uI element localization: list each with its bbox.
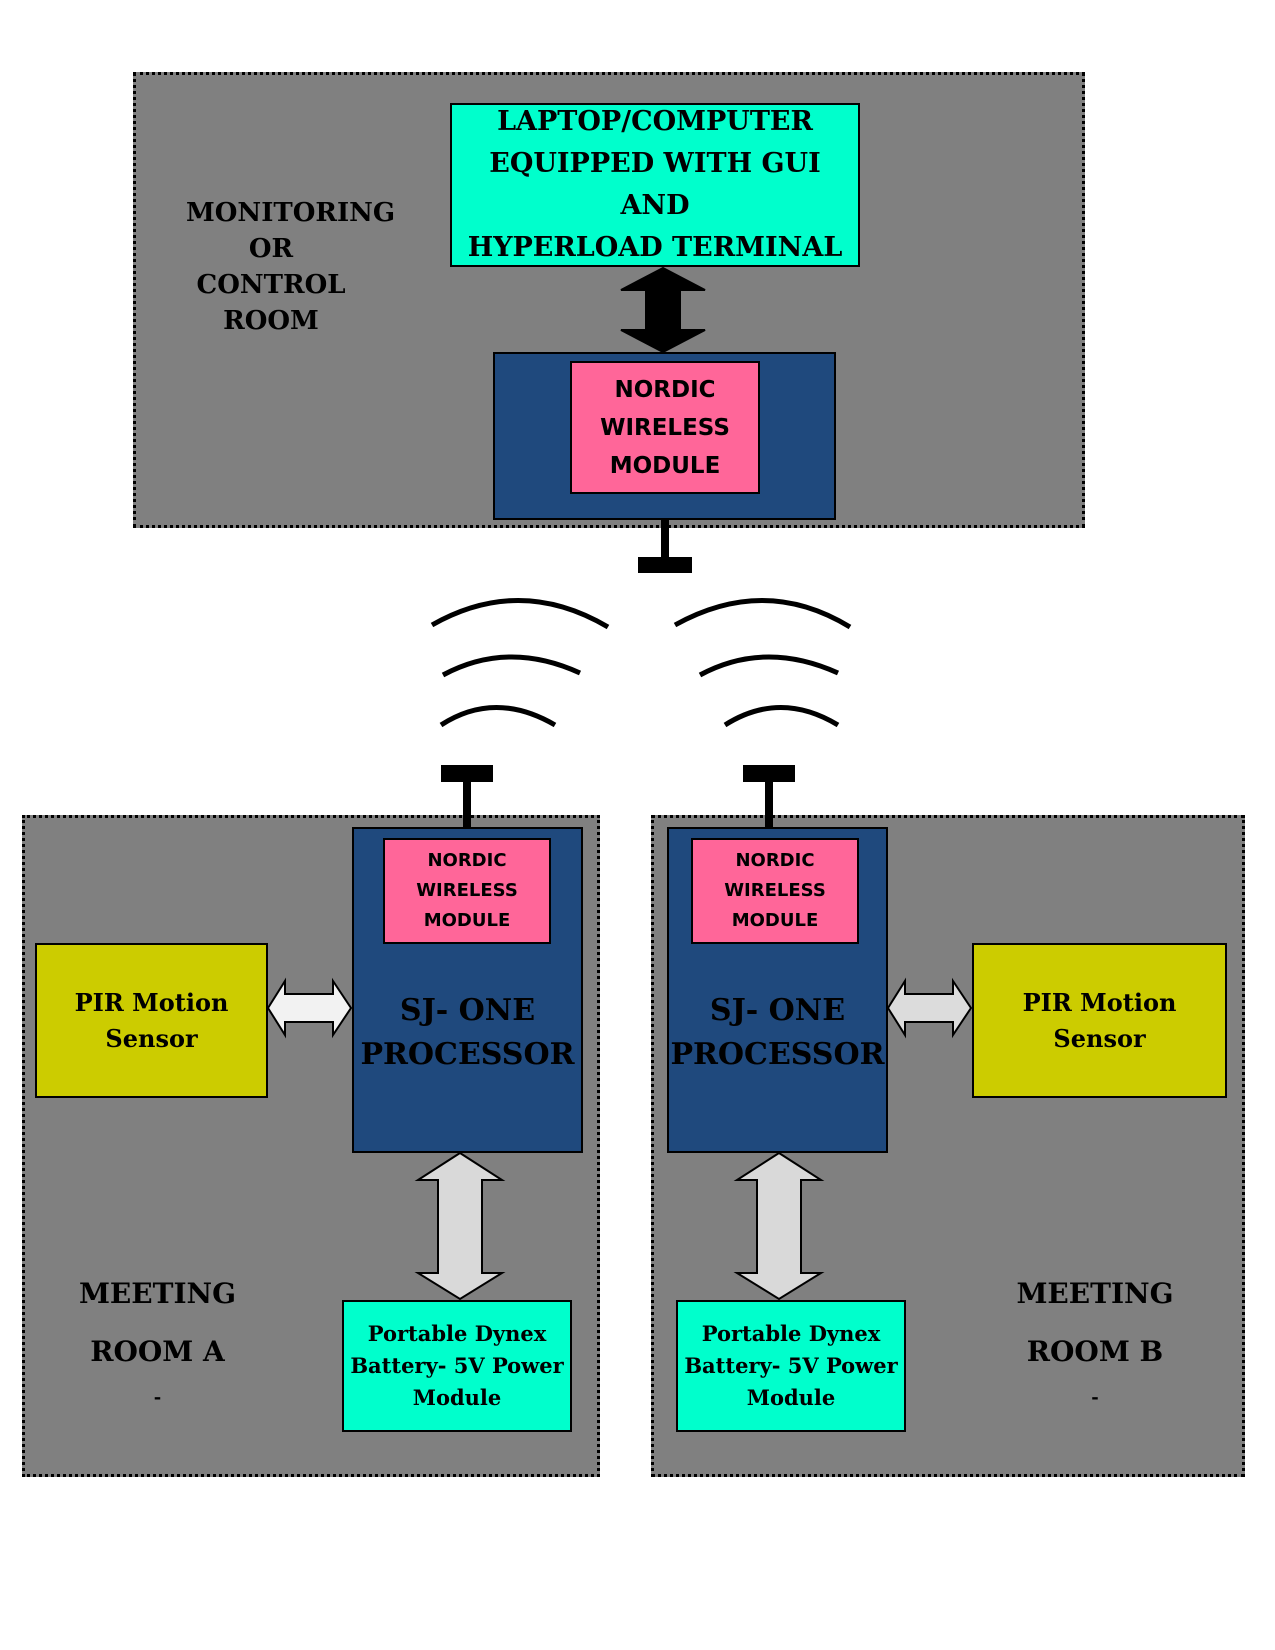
nordic-line: MODULE xyxy=(423,910,511,931)
battery-line: Portable Dynex xyxy=(367,1321,547,1346)
room-a-nordic-wireless-module: NORDIC WIRELESS MODULE xyxy=(383,838,551,944)
battery-line: Module xyxy=(412,1385,502,1410)
room-label-line: MEETING xyxy=(78,1277,237,1310)
processor-line: PROCESSOR xyxy=(670,1037,885,1072)
battery-line: Module xyxy=(746,1385,836,1410)
room-b-nordic-wireless-module: NORDIC WIRELESS MODULE xyxy=(691,838,859,944)
nordic-line: WIRELESS xyxy=(416,880,518,901)
pir-line: Sensor xyxy=(1053,1023,1146,1053)
laptop-line: LAPTOP/COMPUTER xyxy=(497,106,813,137)
processor-line: SJ- ONE xyxy=(709,993,846,1028)
room-b-label: MEETING ROOM B - xyxy=(1005,1265,1185,1415)
room-label-line: ROOM A xyxy=(90,1335,225,1368)
room-a-pir-sensor: PIR Motion Sensor xyxy=(35,943,268,1098)
nordic-line: MODULE xyxy=(609,452,721,479)
battery-line: Battery- 5V Power xyxy=(684,1353,898,1378)
control-nordic-wireless-module: NORDIC WIRELESS MODULE xyxy=(570,361,760,494)
nordic-line: NORDIC xyxy=(614,376,716,403)
control-room-label: MONITORING OR CONTROL ROOM xyxy=(186,195,396,339)
battery-line: Battery- 5V Power xyxy=(350,1353,564,1378)
pir-line: Sensor xyxy=(105,1023,198,1053)
wireless-signal-icon xyxy=(673,598,852,728)
control-room-label-line: ROOM xyxy=(223,306,319,336)
room-label-line: MEETING xyxy=(1016,1277,1174,1310)
processor-line: PROCESSOR xyxy=(360,1037,575,1072)
laptop-computer-box: LAPTOP/COMPUTER EQUIPPED WITH GUI AND HY… xyxy=(450,103,860,267)
room-b-pir-sensor: PIR Motion Sensor xyxy=(972,943,1227,1098)
control-room-label-line: OR CONTROL xyxy=(196,234,346,300)
nordic-line: NORDIC xyxy=(427,850,507,871)
nordic-line: WIRELESS xyxy=(600,414,730,441)
room-a-label: MEETING ROOM A - xyxy=(70,1265,245,1415)
nordic-line: WIRELESS xyxy=(724,880,826,901)
wireless-signal-icon xyxy=(430,598,610,728)
control-room-label-line: MONITORING xyxy=(186,198,396,228)
room-label-line: ROOM B xyxy=(1026,1335,1164,1368)
nordic-line: MODULE xyxy=(731,910,819,931)
nordic-line: NORDIC xyxy=(735,850,815,871)
battery-line: Portable Dynex xyxy=(701,1321,881,1346)
room-label-line: - xyxy=(1091,1387,1099,1408)
laptop-line: HYPERLOAD TERMINAL xyxy=(467,232,843,263)
pir-line: PIR Motion xyxy=(74,987,229,1017)
room-a-battery-module: Portable Dynex Battery- 5V Power Module xyxy=(342,1300,572,1432)
pir-line: PIR Motion xyxy=(1022,987,1177,1017)
room-b-battery-module: Portable Dynex Battery- 5V Power Module xyxy=(676,1300,906,1432)
room-label-line: - xyxy=(153,1387,162,1408)
processor-line: SJ- ONE xyxy=(399,993,536,1028)
laptop-line: EQUIPPED WITH GUI AND xyxy=(489,148,821,221)
